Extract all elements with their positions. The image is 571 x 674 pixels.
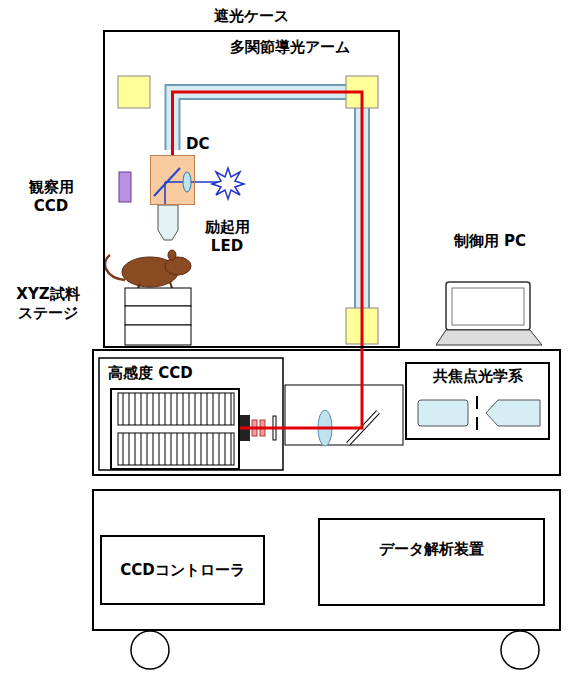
arm-joint [118,76,150,108]
node-label: 共焦点光学系 [407,367,548,385]
beam-splitter [154,168,180,196]
mirror [348,412,378,444]
pinhole [476,396,478,409]
observation-ccd [119,172,131,202]
light-shield-case: 遮光ケースDC [103,30,400,348]
rat-ear [168,250,176,260]
part-label: XYZ試料 ステージ [12,285,84,323]
arm-band [173,92,363,330]
arm-joint [346,308,378,344]
arm-joint [346,76,378,108]
stage-layer [125,325,191,345]
filter [252,420,257,436]
node-heading: DC [186,135,209,153]
camera-fins [118,393,234,425]
rat-head [165,257,191,275]
lens-box [285,385,403,445]
node-label: データ解析装置 [320,540,543,558]
node-heading: 高感度 CCD [108,364,193,382]
led-star [212,168,244,199]
objective [158,205,178,240]
lens [183,172,191,192]
mirror-face [348,412,378,444]
stage-layer [125,306,191,325]
rat-leg [138,284,140,288]
filter [260,420,265,436]
dichroic-block: DC [150,155,195,205]
ccd-controller: CCDコントローラ [100,535,265,605]
part-label: 観察用 CCD [22,178,80,216]
plate [273,416,276,440]
camera-body [110,388,240,470]
data-analyzer: データ解析装置 [318,518,545,606]
node-label: CCDコントローラ [120,561,244,579]
wheel [131,631,169,669]
upper-cabinet [93,350,560,475]
camera-fins [118,433,234,465]
camera-mount [240,415,250,441]
wheel [501,631,539,669]
laptop-display [452,288,524,325]
lens [318,410,332,446]
confocal-box: 共焦点光学系 [405,362,550,440]
part-label: 制御用 PC [430,232,550,251]
lower-cabinet [93,490,560,630]
objective [486,400,540,426]
light-path [173,92,363,428]
ccd-camera: 高感度 CCD [110,388,240,470]
dc-fill [150,155,195,205]
part-label: 励起用 LED [198,218,256,256]
node-heading: 遮光ケース [105,7,398,25]
camera-frame [99,358,283,470]
pinhole [476,417,478,430]
rat-tail [105,255,125,280]
objective [418,400,468,426]
stage-layer [125,288,191,306]
part-label: 多関節導光アーム [190,38,390,57]
arm-band [173,92,363,330]
rat-leg [170,282,172,288]
laptop-base [436,330,542,345]
laptop-screen [446,282,530,330]
